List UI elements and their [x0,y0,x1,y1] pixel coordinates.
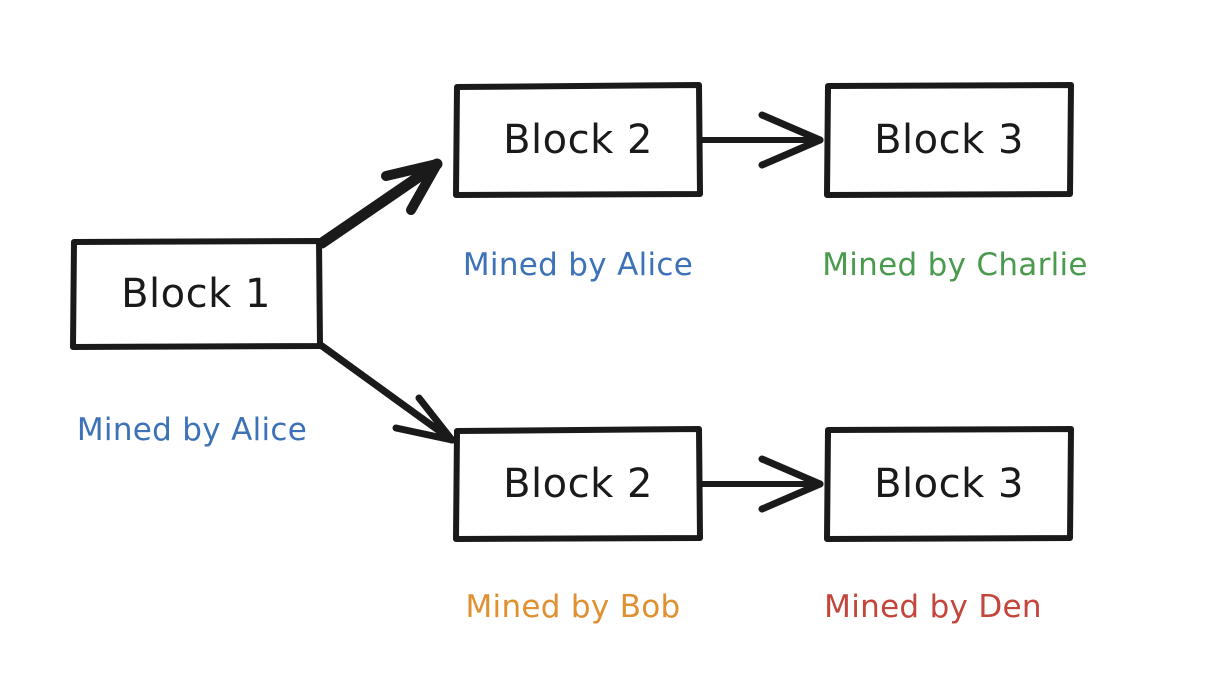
chain-top-arrowhead-upper [758,111,824,144]
block1-rect [70,238,323,350]
miner-label-block2-top: Mined by Alice [463,247,693,283]
block2-top-rect [453,82,703,198]
chain-bottom-arrowhead-upper [758,455,824,488]
chain-bottom-arrowhead-lower [758,480,824,513]
block3-bottom-rect [824,426,1074,542]
fork-down-arrowhead-lower [415,394,456,444]
block-node-block2-bottom[interactable]: Block 2 [453,426,703,542]
connector-fork-down [318,342,456,444]
block2-bottom-label: Block 2 [503,461,653,507]
miner-label-block3-top: Mined by Charlie [822,247,1088,283]
fork-down-arrowhead-upper [392,424,456,444]
block3-top-rect [824,82,1074,198]
fork-up-arrowhead-upper [381,159,442,181]
connector-chain-bottom [698,455,824,513]
block-node-block2-top[interactable]: Block 2 [453,82,703,198]
connector-fork-up [316,158,443,249]
block1-label: Block 1 [121,271,271,317]
block3-bottom-label: Block 3 [874,461,1024,507]
block-node-block1[interactable]: Block 1 [70,238,323,350]
fork-up-arrowhead-lower [406,159,442,215]
miner-label-block1: Mined by Alice [77,412,307,448]
miner-label-block3-bottom: Mined by Den [824,589,1042,625]
block2-bottom-rect [453,426,703,542]
block2-top-label: Block 2 [503,117,653,163]
connector-chain-top [698,111,824,169]
fork-down-shaft [318,342,456,444]
miner-label-block2-bottom: Mined by Bob [466,589,681,625]
block-node-block3-top[interactable]: Block 3 [824,82,1074,198]
block3-top-label: Block 3 [874,117,1024,163]
chain-top-arrowhead-lower [758,136,824,169]
block-node-block3-bottom[interactable]: Block 3 [824,426,1074,542]
